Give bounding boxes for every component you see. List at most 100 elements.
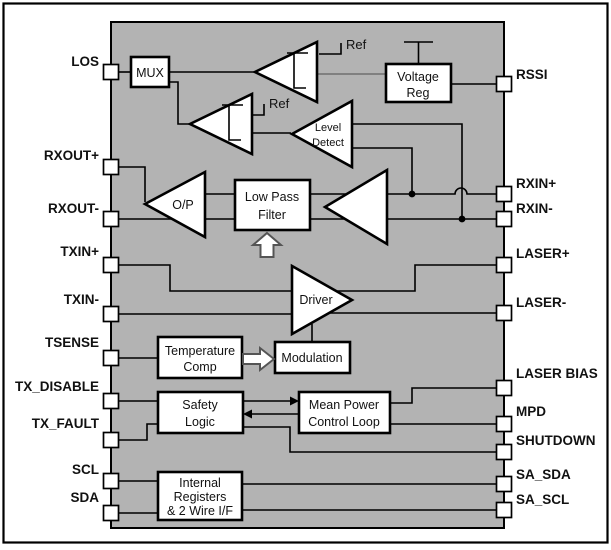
pin-tsense (102, 349, 120, 367)
pin-label-sa-scl: SA_SCL (516, 492, 569, 507)
pin-sa-sda (495, 475, 513, 493)
pin-rxin-minus (495, 210, 513, 228)
pin-los (102, 63, 120, 81)
temperature-comp-label-1: Temperature (165, 344, 235, 358)
driver-triangle (290, 263, 355, 337)
wire-ref-mid (253, 104, 265, 116)
pin-pads (102, 63, 513, 522)
pin-label-sa-sda: SA_SDA (516, 467, 571, 482)
wire-safety-shutdown (243, 426, 496, 453)
ref-mid-label: Ref (269, 96, 290, 111)
pin-laser-bias (495, 379, 513, 397)
mean-power-label-2: Control Loop (308, 415, 380, 429)
pin-label-scl: SCL (72, 462, 99, 477)
pin-sa-scl (495, 501, 513, 519)
pin-label-laser-plus: LASER+ (516, 246, 570, 261)
mux-label: MUX (136, 66, 164, 80)
pin-rssi (495, 75, 513, 93)
pin-label-laser-minus: LASER- (516, 295, 566, 310)
pin-laser-minus (495, 304, 513, 322)
block-safety-logic (156, 390, 245, 435)
safety-logic-label-2: Logic (185, 415, 215, 429)
block-labels: Ref Ref MUX Voltage Reg Level Detect Low… (136, 37, 439, 518)
pin-tx-fault (102, 431, 120, 449)
pin-label-tsense: TSENSE (45, 335, 99, 350)
pin-label-rxout-plus: RXOUT+ (44, 148, 99, 163)
low-pass-filter-label-1: Low Pass (245, 190, 299, 204)
comparator2-triangle (187, 91, 254, 157)
power-rail-icon (404, 41, 433, 64)
ref-top-label: Ref (346, 37, 367, 52)
pin-label-tx-fault: TX_FAULT (32, 416, 100, 431)
pin-label-txin-plus: TXIN+ (60, 244, 99, 259)
wire-mpcl-laserbias (390, 387, 496, 404)
temperature-comp-label-2: Comp (183, 360, 216, 374)
level-detect-triangle (289, 98, 354, 170)
block-low-pass-filter (233, 178, 312, 232)
level-detect-label-2: Detect (312, 137, 344, 149)
level-detect-label-1: Level (315, 122, 341, 134)
voltage-reg-label-1: Voltage (397, 70, 439, 84)
block-mux (129, 55, 171, 89)
pin-label-txin-minus: TXIN- (64, 292, 99, 307)
output-buffer-triangle (142, 169, 207, 240)
wire-leveldetect-rxinplus (353, 147, 413, 193)
pin-label-sda: SDA (70, 490, 99, 505)
wire-ref-top (319, 43, 342, 55)
pin-label-laser-bias: LASER BIAS (516, 366, 598, 381)
pin-labels: LOS RXOUT+ RXOUT- TXIN+ TXIN- TSENSE TX_… (15, 54, 598, 507)
modulation-label: Modulation (281, 351, 342, 365)
low-pass-filter-label-2: Filter (258, 208, 286, 222)
input-amp-triangle (322, 167, 389, 247)
block-mean-power-control-loop (297, 390, 392, 435)
mean-power-label-1: Mean Power (309, 398, 379, 412)
pin-txin-minus (102, 305, 120, 323)
junction-dot (408, 190, 416, 198)
pin-label-mpd: MPD (516, 404, 546, 419)
voltage-reg-label-2: Reg (407, 86, 430, 100)
wire-driver-laserplus (336, 264, 497, 292)
pin-tx-disable (102, 392, 120, 410)
wire-rxout-plus (118, 166, 146, 202)
wire-amp-lpf (310, 193, 347, 220)
block-arrow-up-icon (250, 231, 284, 258)
hysteresis-icon (222, 104, 243, 141)
junction-dot (458, 215, 466, 223)
wire-txin-plus (118, 264, 292, 292)
pin-label-rxin-minus: RXIN- (516, 201, 553, 216)
internal-registers-label-1: Internal (179, 476, 221, 490)
arrowhead-left-icon (243, 409, 252, 419)
pin-rxout-plus (102, 158, 120, 176)
safety-logic-label-1: Safety (182, 398, 218, 412)
arrowhead-right-icon (290, 396, 299, 406)
pin-scl (102, 472, 120, 490)
internal-registers-label-3: & 2 Wire I/F (167, 504, 233, 518)
output-buffer-label: O/P (172, 198, 194, 212)
hysteresis-icon (287, 52, 308, 89)
pin-label-shutdown: SHUTDOWN (516, 433, 596, 448)
pin-label-tx-disable: TX_DISABLE (15, 379, 99, 394)
wire-txfault (118, 423, 158, 441)
driver-label: Driver (299, 293, 332, 307)
pin-label-rxout-minus: RXOUT- (48, 201, 99, 216)
pin-sda (102, 504, 120, 522)
block-modulation (273, 340, 352, 375)
comparator1-triangle (252, 39, 319, 105)
pin-label-rxin-plus: RXIN+ (516, 176, 556, 191)
pin-laser-plus (495, 256, 513, 274)
pin-shutdown (495, 443, 513, 461)
pin-rxin-plus (495, 185, 513, 203)
pin-rxout-minus (102, 210, 120, 228)
pin-mpd (495, 415, 513, 433)
pin-label-rssi: RSSI (516, 67, 548, 82)
block-arrow-right-icon (242, 345, 276, 373)
pin-label-los: LOS (71, 54, 99, 69)
block-voltage-reg (384, 62, 453, 104)
block-internal-registers (156, 470, 244, 522)
wire-mux-comp2 (169, 81, 191, 125)
internal-registers-label-2: Registers (174, 490, 227, 504)
wires (118, 41, 497, 514)
wire-lpf-op (205, 193, 235, 220)
